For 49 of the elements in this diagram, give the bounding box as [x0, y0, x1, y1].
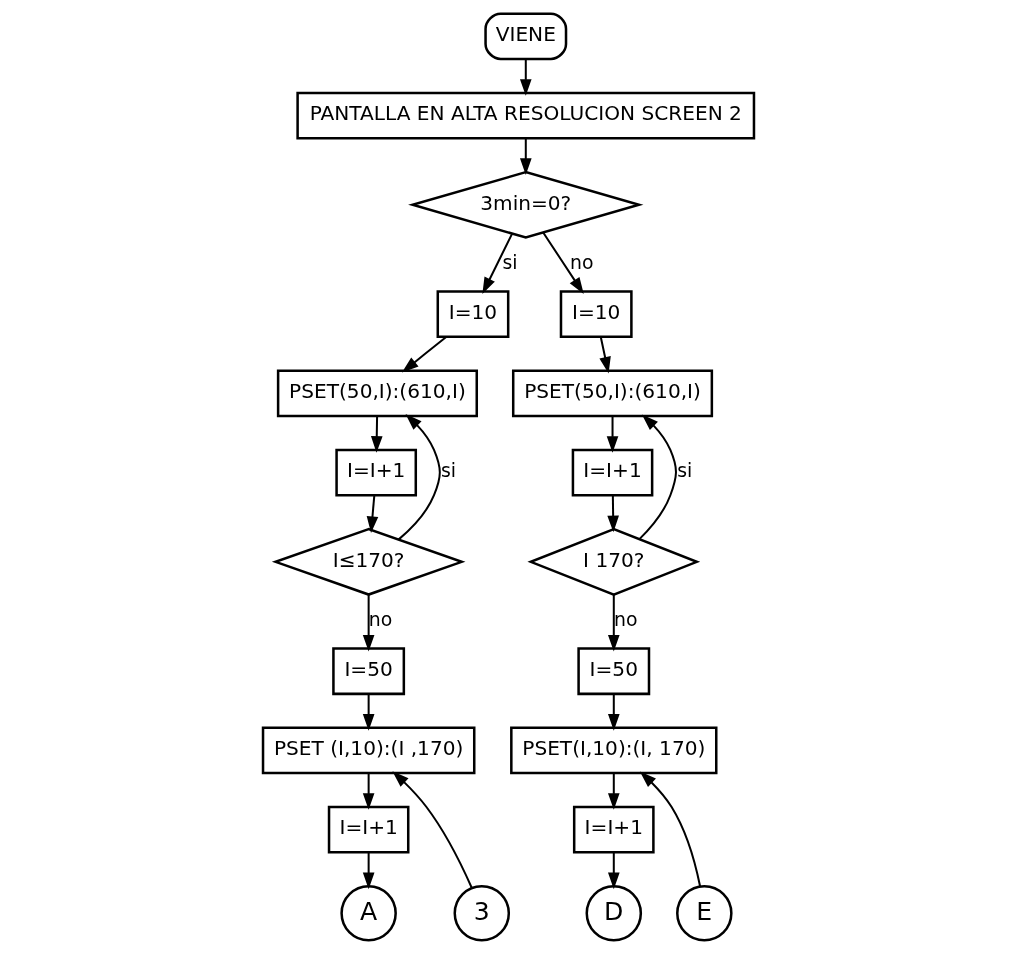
node-box: PSET(I,10):(I, 170) [510, 726, 718, 775]
arrow [606, 416, 619, 453]
arrow [607, 594, 620, 652]
arrow [599, 337, 611, 374]
node-diamond: 3min=0? [408, 170, 644, 239]
node-circle: A [340, 884, 397, 942]
edge-label: si [440, 460, 456, 481]
node-box: I=I+1 [335, 448, 418, 497]
arrow [542, 231, 584, 295]
edge-label: no [368, 608, 393, 630]
edge-label: si [677, 460, 693, 481]
arrow [638, 414, 677, 540]
arrow [362, 852, 375, 890]
node-diamond: I 170? [527, 527, 701, 596]
node-box: PSET(50,I):(610,I) [276, 369, 478, 418]
node-box: I=I+1 [571, 448, 654, 497]
node-diamond: I≤170? [271, 527, 466, 596]
arrow [397, 413, 441, 541]
node-box: I=50 [332, 647, 406, 696]
arrow [366, 495, 379, 533]
node-box: I=50 [577, 647, 651, 696]
node-box: I=I+1 [572, 805, 655, 854]
arrow [519, 138, 532, 175]
node-circle: E [676, 884, 733, 942]
arrow [362, 694, 375, 731]
node-circle: D [585, 884, 643, 942]
edge-label: no [569, 251, 594, 273]
arrow [362, 773, 375, 810]
arrow [639, 771, 702, 887]
node-box: PANTALLA EN ALTA RESOLUCION SCREEN 2 [296, 91, 756, 140]
arrow [607, 694, 620, 731]
node-box: I=10 [436, 290, 510, 339]
edge-label: no [613, 608, 638, 630]
node-box: PSET(50,I):(610,I) [511, 369, 714, 418]
node-box: VIENE [484, 12, 568, 61]
arrow [607, 773, 620, 810]
edge-label: si [502, 251, 518, 273]
arrow [607, 852, 620, 890]
arrow [370, 416, 383, 453]
node-box: PSET (I,10):(I ,170) [261, 726, 476, 775]
arrow [362, 594, 375, 652]
arrow [607, 495, 619, 533]
node-circle: 3 [453, 884, 511, 942]
node-box: I=10 [559, 290, 633, 339]
arrow [401, 336, 447, 373]
arrow [519, 59, 532, 96]
node-box: I=I+1 [327, 805, 410, 854]
arrow [392, 771, 473, 889]
arrow [482, 233, 514, 294]
